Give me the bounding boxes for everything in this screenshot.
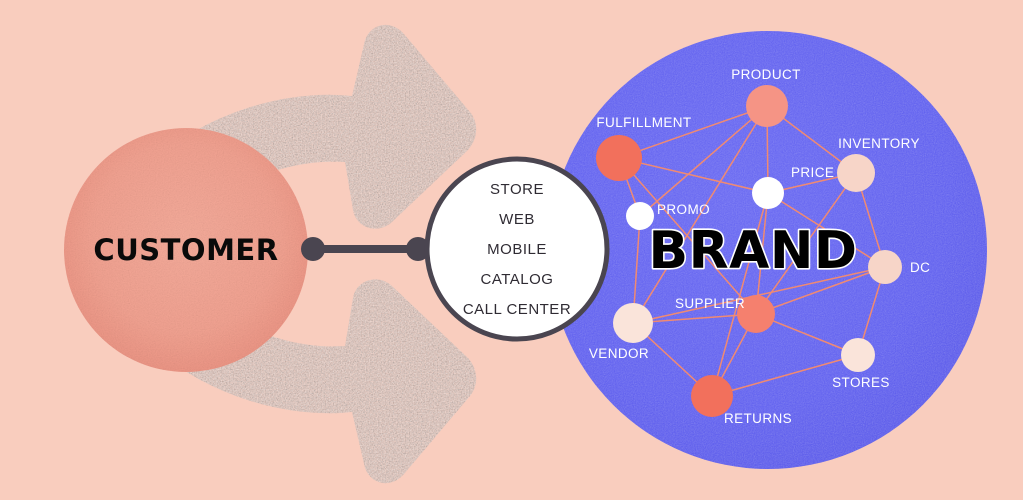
network-nodes — [596, 85, 902, 417]
network-node-stores[interactable] — [841, 338, 875, 372]
network-node-label-supplier: SUPPLIER — [675, 296, 745, 311]
network-node-label-dc: DC — [910, 260, 930, 275]
network-edge — [632, 105, 768, 324]
network-edge — [632, 313, 757, 324]
brand-circle — [549, 31, 987, 469]
network-edge — [711, 192, 769, 397]
brand-label: BRAND — [648, 221, 857, 281]
network-node-product[interactable] — [746, 85, 788, 127]
connector-dot-left — [301, 237, 325, 261]
channel-item-web[interactable]: WEB — [499, 211, 535, 228]
network-edge — [755, 266, 886, 315]
customer-circle — [64, 128, 308, 372]
network-node-label-price: PRICE — [791, 165, 834, 180]
connector — [301, 237, 430, 261]
network-node-label-promo: PROMO — [657, 202, 710, 217]
network-edge — [632, 266, 886, 324]
network-node-returns[interactable] — [691, 375, 733, 417]
network-node-label-inventory: INVENTORY — [838, 136, 920, 151]
customer-node[interactable]: CUSTOMER — [64, 128, 308, 372]
network-node-label-returns: RETURNS — [724, 411, 792, 426]
customer-label: CUSTOMER — [93, 233, 278, 267]
channel-items: STORE WEB MOBILE CATALOG CALL CENTER — [463, 181, 571, 318]
channel-item-mobile[interactable]: MOBILE — [487, 241, 547, 258]
network-node-inventory[interactable] — [837, 154, 875, 192]
network-node-label-fulfillment: FULFILLMENT — [596, 115, 691, 130]
network-edge — [767, 192, 886, 268]
network-edge — [755, 172, 857, 315]
network-node-supplier[interactable] — [737, 295, 775, 333]
network-edge — [618, 157, 769, 194]
network-node-label-product: PRODUCT — [731, 67, 801, 82]
connector-bar — [313, 245, 418, 253]
network-node-vendor[interactable] — [613, 303, 653, 343]
channel-item-catalog[interactable]: CATALOG — [481, 271, 554, 288]
network-edge — [711, 354, 859, 397]
network-edge — [618, 105, 768, 159]
brand-node[interactable]: BRAND PRODUCTFULFILLMENTINVENTORYPRICEPR… — [549, 31, 987, 469]
network-node-labels: PRODUCT FULFILLMENT INVENTORY PRICE PROMO DC S… — [589, 67, 930, 426]
channel-circle — [424, 156, 610, 342]
network-node-label-stores: STORES — [832, 375, 890, 390]
network-node-fulfillment[interactable] — [596, 135, 642, 181]
network-node-label-vendor: VENDOR — [589, 346, 649, 361]
network-edge — [755, 192, 769, 315]
channel-item-call-center[interactable]: CALL CENTER — [463, 301, 571, 318]
network-edges — [618, 105, 886, 397]
channel-item-store[interactable]: STORE — [490, 181, 544, 198]
network-edge — [639, 105, 768, 217]
connector-dot-right — [406, 237, 430, 261]
network-node-price[interactable] — [752, 177, 784, 209]
channel-circle-group[interactable]: STORE WEB MOBILE CATALOG CALL CENTER — [424, 156, 610, 342]
network-node-dc[interactable] — [868, 250, 902, 284]
network-node-promo[interactable] — [626, 202, 654, 230]
